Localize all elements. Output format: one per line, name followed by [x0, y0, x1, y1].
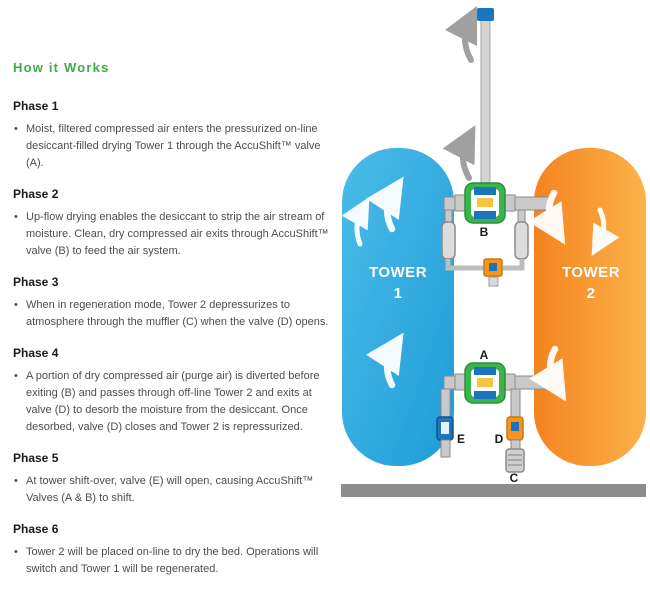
tower-2-label-line1: TOWER [562, 264, 620, 281]
phase-6-block: Phase 6 •Tower 2 will be placed on-line … [13, 522, 337, 578]
purge-line-left [445, 259, 485, 271]
bullet-icon: • [14, 475, 18, 487]
valve-a-shuttle [477, 378, 493, 387]
valve-a-port-top [474, 367, 496, 375]
phase-4-text: •A portion of dry compressed air (purge … [14, 370, 320, 433]
bullet-icon: • [14, 299, 18, 311]
flow-arrow-down [591, 207, 620, 257]
exhaust-outlet-cap [477, 8, 494, 21]
dryer-diagram-svg: TOWER 1 TOWER 2 B A E D C [341, 5, 646, 497]
tower-1-label-line1: TOWER [369, 264, 427, 281]
phase-3-block: Phase 3 •When in regeneration mode, Towe… [13, 275, 337, 331]
phase-6-text: •Tower 2 will be placed on-line to dry t… [14, 546, 319, 575]
exhaust-pipe [480, 12, 491, 186]
pipe-stub [504, 194, 516, 212]
dryer-diagram: TOWER 1 TOWER 2 B A E D C [338, 5, 650, 502]
phase-1-title: Phase 1 [13, 99, 59, 113]
phase-6-title: Phase 6 [13, 522, 59, 536]
valve-e-outlet [440, 439, 451, 458]
phase-2-title: Phase 2 [13, 187, 59, 201]
exhaust-arrow [442, 125, 476, 181]
phase-2-block: Phase 2 •Up-flow drying enables the desi… [13, 187, 337, 260]
phase-1-block: Phase 1 •Moist, filtered compressed air … [13, 99, 337, 172]
check-valve-left [441, 221, 456, 260]
valve-b-port-bottom [474, 211, 496, 219]
purge-valve-stub [488, 276, 499, 287]
valve-e-label: E [457, 432, 465, 446]
valve-b-shuttle [477, 198, 493, 207]
pipe-drop-d [510, 388, 521, 420]
pipe-stub [504, 373, 516, 391]
purge-valve-core [489, 263, 497, 271]
tower-1-label-line2: 1 [394, 285, 403, 302]
pipe-drop-e [440, 388, 451, 420]
phase-2-text: •Up-flow drying enables the desiccant to… [14, 211, 329, 257]
phase-4-title: Phase 4 [13, 346, 59, 360]
how-it-works-text: How it Works Phase 1 •Moist, filtered co… [13, 60, 337, 593]
muffler-c-label: C [510, 471, 519, 485]
tower-1-shape [342, 148, 454, 466]
bullet-icon: • [14, 123, 18, 135]
phase-5-text: •At tower shift-over, valve (E) will ope… [14, 475, 314, 504]
phase-4-block: Phase 4 •A portion of dry compressed air… [13, 346, 337, 436]
phase-3-title: Phase 3 [13, 275, 59, 289]
valve-d-label: D [495, 432, 504, 446]
flow-arrow-up [366, 332, 404, 389]
valve-b-label: B [480, 225, 489, 239]
floor-bar [341, 484, 646, 497]
valve-a-label: A [480, 348, 489, 362]
phase-3-text: •When in regeneration mode, Tower 2 depr… [14, 299, 329, 328]
bullet-icon: • [14, 211, 18, 223]
purge-line-right [501, 259, 525, 271]
valve-a-port-bottom [474, 391, 496, 399]
pipe-stub [454, 194, 466, 212]
flow-arrow-up [341, 196, 370, 247]
pipe-stub [454, 373, 466, 391]
valve-e-core [441, 422, 449, 434]
phase-1-text: •Moist, filtered compressed air enters t… [14, 123, 321, 169]
flow-arrow-up [366, 176, 404, 233]
valve-b-port-top [474, 187, 496, 195]
phase-5-block: Phase 5 •At tower shift-over, valve (E) … [13, 451, 337, 507]
bullet-icon: • [14, 546, 18, 558]
flow-arrow-down [528, 189, 566, 245]
tower-2-label-line2: 2 [587, 285, 596, 302]
page-title: How it Works [13, 60, 110, 75]
valve-d-core [511, 422, 519, 431]
flow-arrow-down [529, 345, 567, 402]
check-valve-right [514, 221, 529, 260]
bullet-icon: • [14, 370, 18, 382]
exhaust-arrow [444, 5, 478, 63]
phase-5-title: Phase 5 [13, 451, 59, 465]
